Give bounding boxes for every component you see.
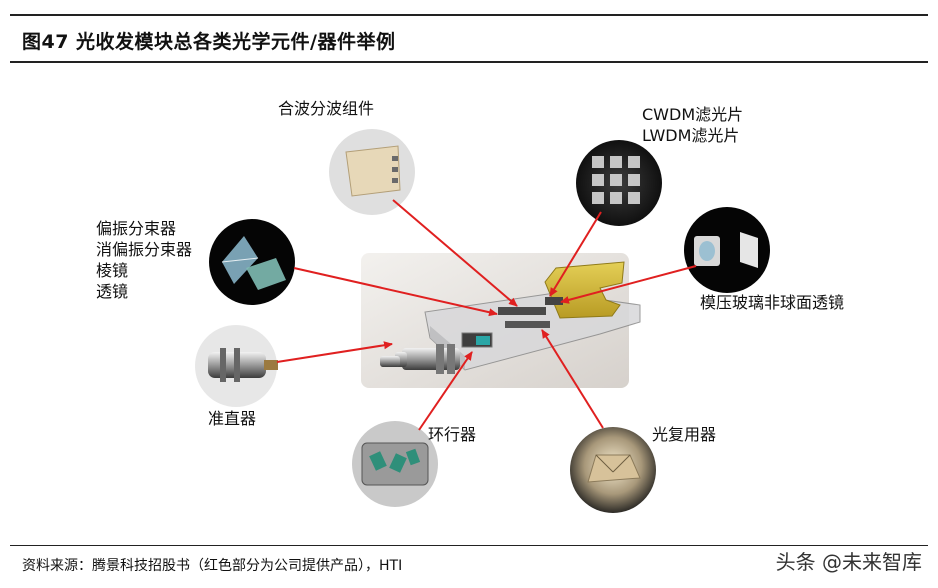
figure-title: 图47 光收发模块总各类光学元件/器件举例 [22,31,396,53]
label-aspheric-lens: 模压玻璃非球面透镜 [700,292,844,313]
watermark: 头条 @未来智库 [775,550,922,574]
circulator-image [352,421,438,507]
arrow-filters [549,211,602,297]
filter-chips-image [576,140,662,226]
label-line: 消偏振分束器 [96,240,193,259]
top-rule [10,14,928,16]
arrow-lens [560,265,697,304]
title-rule [10,61,928,63]
label-line: 棱镜 [96,261,129,280]
label-line: LWDM滤光片 [642,126,740,145]
wave-combiner-image [329,129,415,215]
transceiver-module-image [361,253,641,388]
arrow-mux [541,329,604,429]
label-line: CWDM滤光片 [642,105,744,124]
label-line: 模压玻璃非球面透镜 [700,293,845,312]
label-prism-group: 偏振分束器 消偏振分束器 棱镜 透镜 [96,218,192,302]
aspheric-lens-image [684,207,770,293]
optical-mux-image [570,427,656,513]
source-note: 资料来源：腾景科技招股书（红色部分为公司提供产品），HTI [22,558,403,574]
label-wave-combiner: 合波分波组件 [278,98,374,119]
arrow-prism [293,267,498,317]
label-line: 透镜 [96,282,129,301]
arrow-circulator [418,351,473,431]
label-filters: CWDM滤光片 LWDM滤光片 [642,104,743,146]
label-optical-mux: 光复用器 [652,424,716,445]
arrow-collimator [276,341,393,363]
label-line: 光复用器 [652,425,717,444]
component-arrows [276,199,697,431]
label-line: 准直器 [208,409,257,428]
collimator-image [195,325,278,407]
bottom-rule [10,545,928,546]
label-circulator: 环行器 [428,424,476,445]
label-line: 偏振分束器 [96,219,177,238]
label-line: 合波分波组件 [278,99,375,118]
arrow-wave-combiner [392,199,518,307]
prism-beam-splitter-image [209,219,295,305]
label-line: 环行器 [428,425,477,444]
label-collimator: 准直器 [208,408,256,429]
